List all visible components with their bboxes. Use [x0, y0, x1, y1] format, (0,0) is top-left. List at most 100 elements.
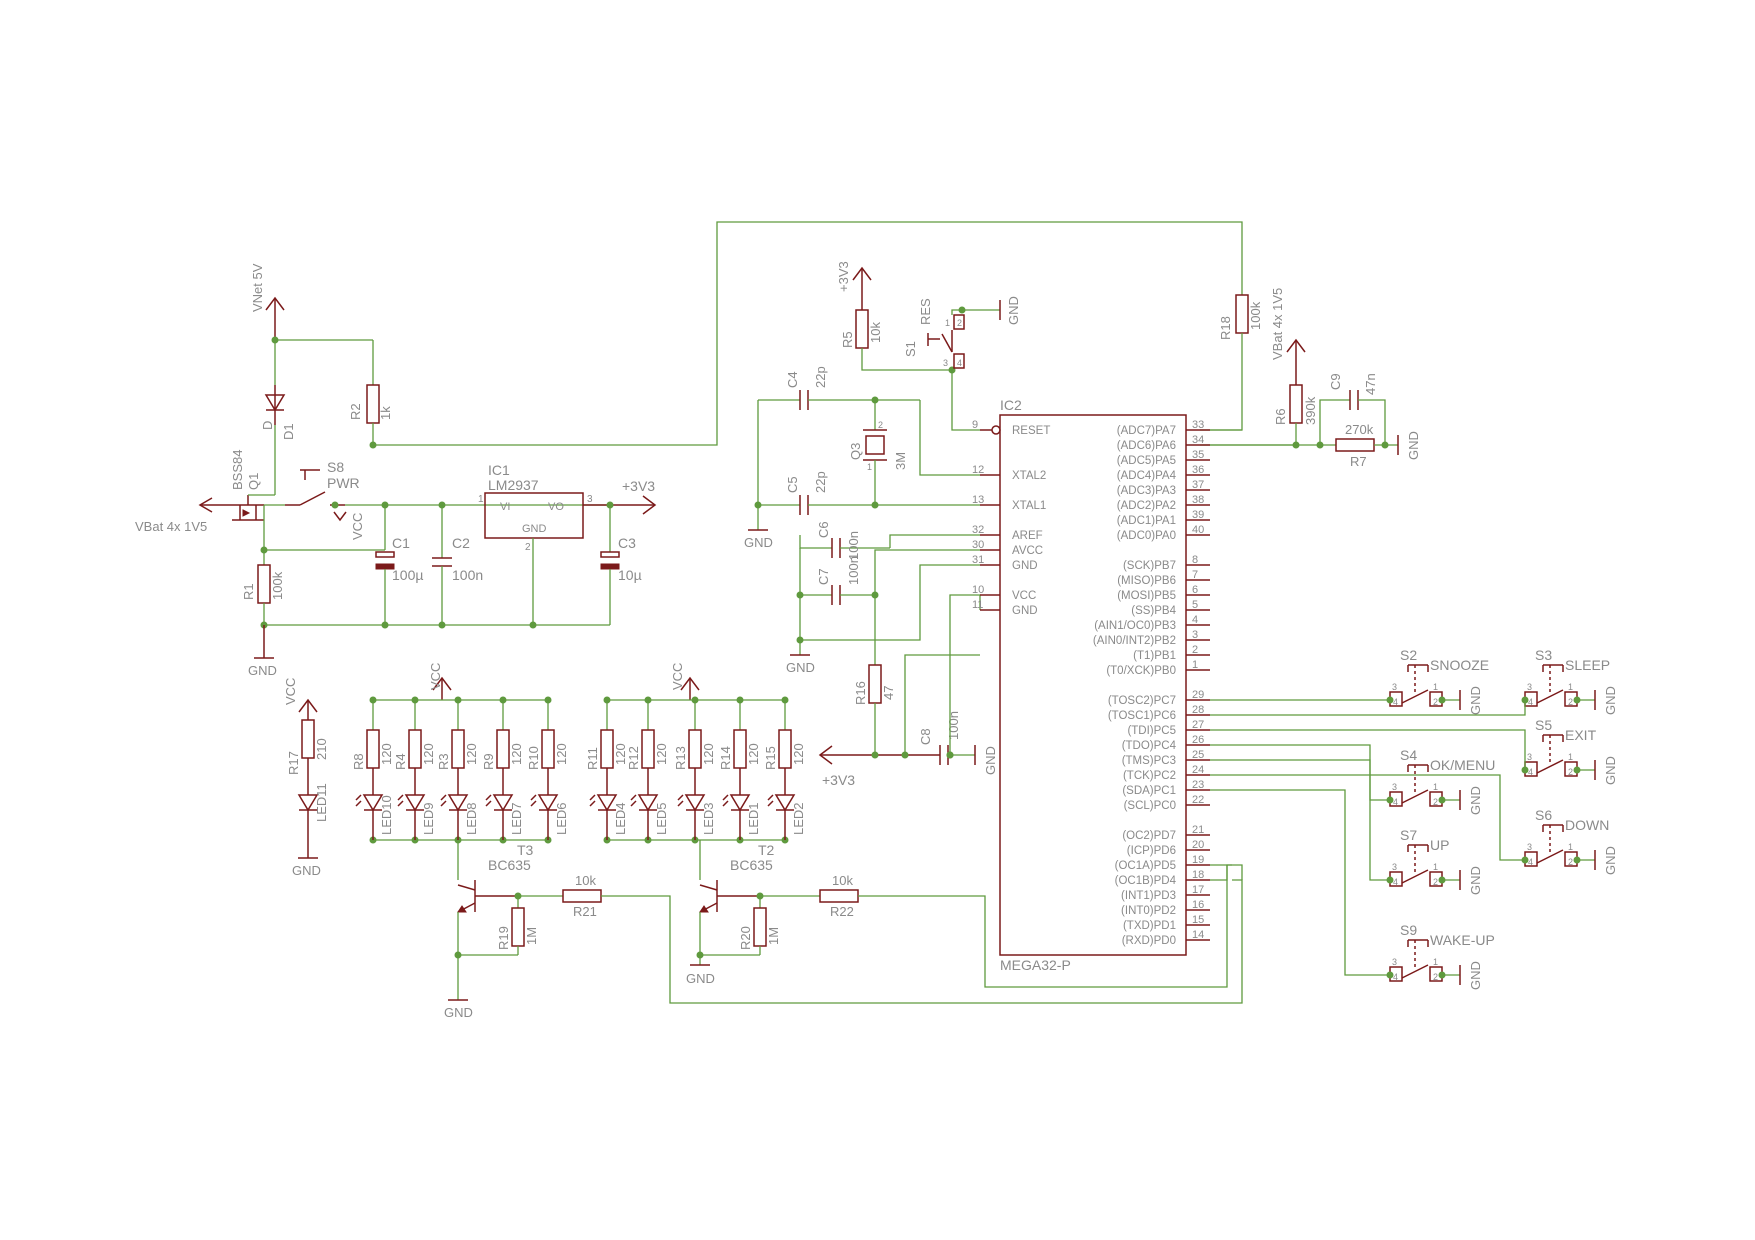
vcc-r17-label: VCC	[283, 678, 298, 705]
switch-s9-ref: S9	[1400, 922, 1417, 938]
power-section: VNet 5V D1 D R2 1k BSS84 Q1 VBat 4x 1V5	[135, 263, 657, 678]
switch-s5-pin4: 4	[1528, 767, 1533, 777]
transistor-t3: T3 BC635 GND R19 1M 10k R21	[444, 840, 1243, 1020]
capacitor-c2: C2 100n	[432, 505, 483, 625]
ic2-left-pin-num-1: 12	[972, 464, 984, 476]
ic2-left-pin-name-3: AREF	[1012, 530, 1043, 542]
ic2-right-pin-name-27: (OC1B)PD4	[1115, 875, 1177, 887]
led-3-ref: LED7	[509, 802, 524, 835]
microcontroller-ic2: IC2MEGA32-PRESET9XTAL212XTAL113AREF32AVC…	[972, 397, 1296, 973]
ic2-right-pin-name-23: (SCL)PC0	[1124, 800, 1176, 812]
switch-s5-pin1: 1	[1568, 752, 1573, 762]
switch-s6-pin2: 2	[1568, 857, 1573, 867]
transistor-q1: BSS84 Q1	[230, 450, 275, 521]
r5-value: 10k	[868, 322, 883, 343]
ic2-right-pin-name-14: (T1)PB1	[1133, 650, 1176, 662]
switch-s6-pin3: 3	[1527, 842, 1532, 852]
ic2-right-pin-num-24: 21	[1192, 824, 1204, 836]
r4-ref: R4	[393, 753, 408, 770]
led-symbol	[637, 794, 659, 812]
switch-s7-pin3: 3	[1392, 862, 1397, 872]
switch-s5-ref: S5	[1535, 717, 1552, 733]
resistor-r4	[408, 729, 422, 769]
ic2-right-pin-name-24: (OC2)PD7	[1122, 830, 1176, 842]
ic2-left-pin-name-5: GND	[1012, 560, 1038, 572]
ic2-left-pin-num-2: 13	[972, 494, 984, 506]
ic2-right-pin-num-10: 6	[1192, 584, 1198, 596]
ic2-right-pin-num-16: 29	[1192, 689, 1204, 701]
ic2-body	[999, 414, 1187, 956]
ic2-right-pin-name-7: (ADC0)PA0	[1117, 530, 1176, 542]
gnd-t3-label: GND	[444, 1005, 473, 1020]
switch-s8: S8 PWR	[285, 459, 360, 522]
q3-value: 3M	[893, 452, 908, 470]
regulator-ic1: IC1 LM2937 VI VO GND 1 3 2	[478, 462, 593, 553]
ic1-pin2: 2	[525, 542, 531, 553]
led-2-ref: LED8	[464, 802, 479, 835]
ic2-right-pin-name-15: (T0/XCK)PB0	[1106, 665, 1176, 677]
gnd-c7-label: GND	[786, 660, 815, 675]
r11-ref: R11	[585, 747, 600, 770]
plus3v3-ic1-label: +3V3	[622, 478, 655, 494]
r7-ref: R7	[1350, 454, 1367, 469]
r7-value: 270k	[1345, 422, 1374, 437]
vcc-bank1-label: VCC	[428, 663, 443, 690]
ic2-right-pin-num-18: 27	[1192, 719, 1204, 731]
ic2-right-pin-num-20: 25	[1192, 749, 1204, 761]
vcc-c1-label: VCC	[350, 513, 365, 540]
led-symbol	[404, 794, 426, 812]
c8-ref: C8	[918, 728, 933, 745]
switch-s9-pin4: 4	[1393, 972, 1398, 982]
switch-s1: RES S1 1 2 3 4	[903, 298, 965, 369]
r6-ref: R6	[1273, 408, 1288, 425]
ic2-left-pin-num-4: 30	[972, 539, 984, 551]
c1-value: 100µ	[392, 567, 423, 583]
ic2-right-pin-num-15: 1	[1192, 659, 1198, 671]
ic2-left-pin-name-0: RESET	[1012, 425, 1050, 437]
r22-value: 10k	[832, 873, 853, 888]
resistor-r15	[778, 729, 792, 769]
ic2-right-pin-num-27: 18	[1192, 869, 1204, 881]
resistor-r8	[366, 729, 380, 769]
switch-s9-pin3: 3	[1392, 957, 1397, 967]
ic2-right-pin-name-3: (ADC4)PA4	[1117, 470, 1177, 482]
s1-value: RES	[918, 298, 933, 325]
led-symbol	[774, 794, 796, 812]
c6-ref: C6	[816, 521, 831, 538]
r21-ref: R21	[573, 904, 597, 919]
resistor-r9	[496, 729, 510, 769]
ic2-right-pin-name-4: (ADC3)PA3	[1117, 485, 1176, 497]
c4-value: 22p	[813, 366, 828, 388]
switch-s5-gnd: GND	[1603, 756, 1618, 785]
t3-value: BC635	[488, 857, 531, 873]
vcc-bank2-label: VCC	[670, 663, 685, 690]
led11-ref: LED11	[314, 783, 329, 822]
ic2-right-pin-num-25: 20	[1192, 839, 1204, 851]
mcu-support: +3V3 R5 10k RES S1 1 2 3 4 GND C4 22p C5…	[744, 261, 1421, 788]
resistor-r2: R2 1k	[348, 340, 393, 445]
capacitor-c3: C3 10µ	[600, 505, 642, 625]
ic2-right-pin-num-2: 35	[1192, 449, 1204, 461]
r16-value: 47	[881, 686, 896, 700]
gnd-c8-label: GND	[983, 746, 998, 775]
gnd-c5-label: GND	[744, 535, 773, 550]
switch-s4-pin2: 2	[1433, 797, 1438, 807]
gnd-t2-label: GND	[686, 971, 715, 986]
capacitor-c1: C1 100µ	[375, 505, 423, 625]
switch-s7-pin4: 4	[1393, 877, 1398, 887]
switch-s2-pin4: 4	[1393, 697, 1398, 707]
r4-value: 120	[421, 743, 436, 765]
ic2-right-pin-name-19: (TDO)PC4	[1122, 740, 1177, 752]
switch-s4-pin3: 3	[1392, 782, 1397, 792]
ic2-right-pin-name-9: (MISO)PB6	[1117, 575, 1176, 587]
plus3v3-r5-label: +3V3	[836, 261, 851, 292]
q3-pin2: 2	[878, 420, 883, 430]
s8-value: PWR	[327, 475, 360, 491]
ic2-right-pin-num-17: 28	[1192, 704, 1204, 716]
gnd-s1-label: GND	[1006, 296, 1021, 325]
